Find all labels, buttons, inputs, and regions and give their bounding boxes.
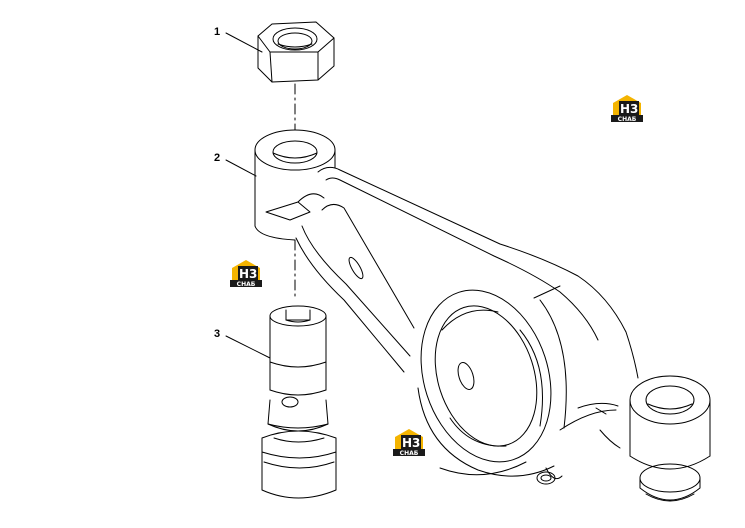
logo-caption: СНАБ <box>237 281 256 288</box>
callout-1: 1 <box>214 26 220 38</box>
logo-mark: H3 <box>620 102 638 116</box>
brand-logo-watermark: H3 СНАБ <box>610 93 644 123</box>
brand-logo-watermark: H3 СНАБ <box>392 427 426 457</box>
adjusting-screw-part-3 <box>261 305 337 499</box>
callout-3: 3 <box>214 328 220 340</box>
callout-2: 2 <box>214 152 220 164</box>
leader-line-3 <box>225 335 271 359</box>
logo-caption: СНАБ <box>400 450 419 457</box>
leader-line-1 <box>225 32 263 53</box>
logo-mark: H3 <box>239 267 257 281</box>
hex-nut-part-1 <box>257 21 335 83</box>
leader-line-2 <box>225 159 257 177</box>
brand-logo-watermark: H3 СНАБ <box>229 258 263 288</box>
logo-mark: H3 <box>402 436 420 450</box>
rocker-arm-part-2 <box>254 129 711 502</box>
logo-caption: СНАБ <box>618 116 637 123</box>
